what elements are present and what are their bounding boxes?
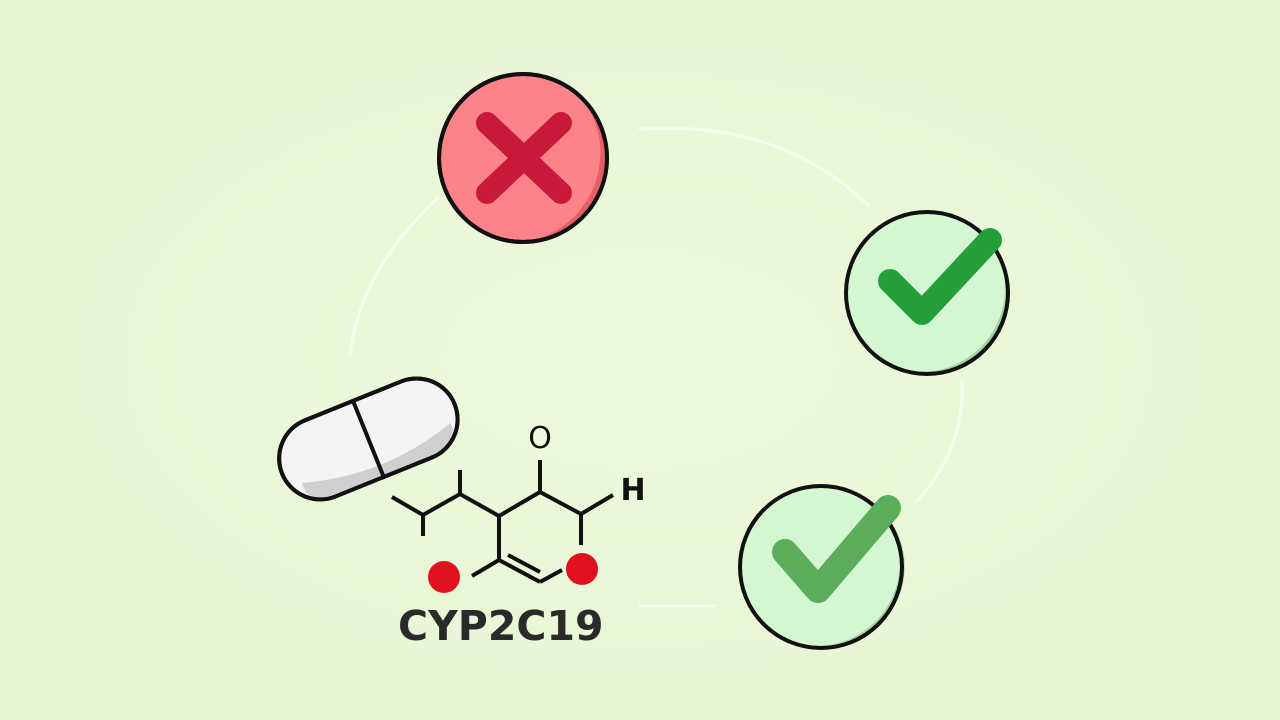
hydrogen-atom-label: H [620,473,645,508]
enzyme-label: CYP2C19 [398,602,604,650]
highlight-dot-left [428,561,460,593]
x-mark-icon [437,72,609,244]
pill-icon [277,376,460,502]
check-mark-icon-1 [844,210,1010,376]
check-mark-icon-2 [738,484,905,650]
connecting-arcs [348,126,964,608]
molecule-diagram [390,460,615,584]
highlight-dot-right [566,553,598,585]
oxygen-atom-label: O [528,421,552,456]
